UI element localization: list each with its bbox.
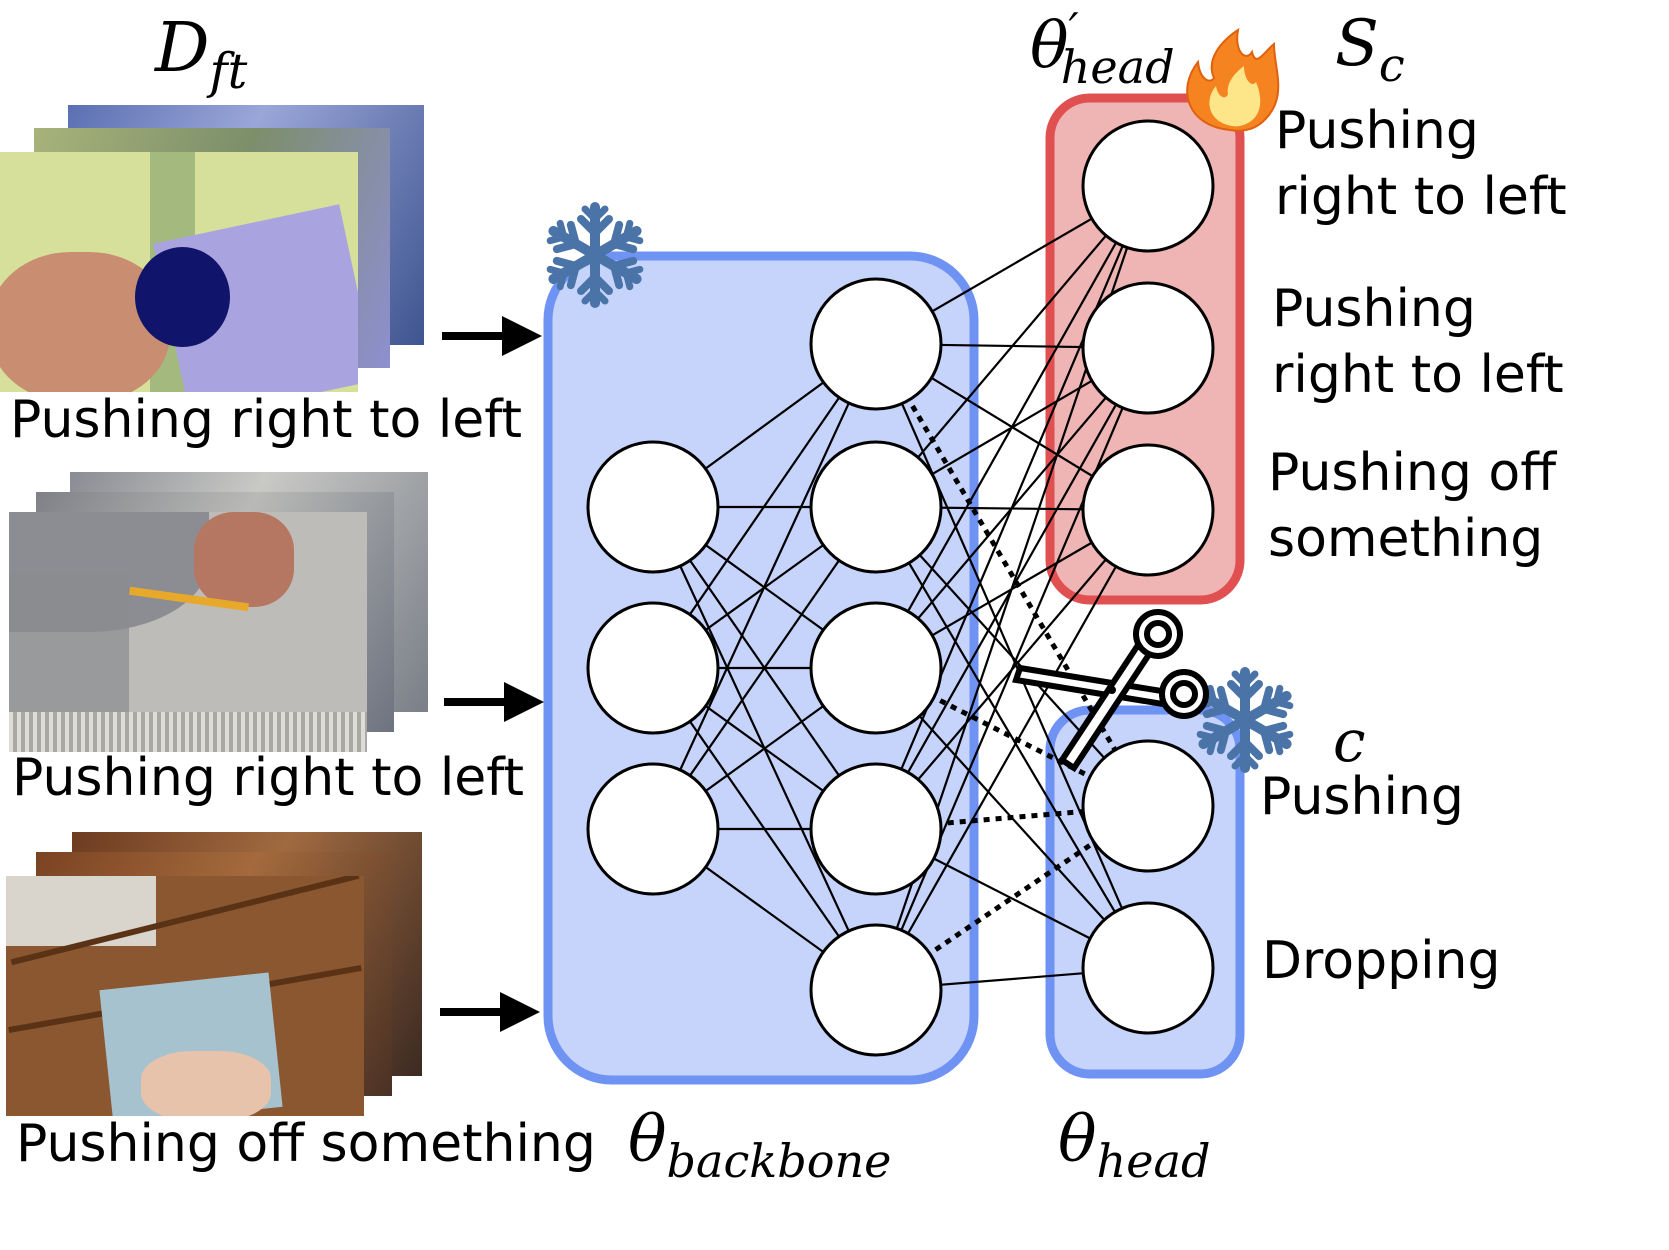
- clip-frame-front: [0, 152, 358, 392]
- removed-connection: [875, 803, 1149, 832]
- scissors-icon: [1012, 609, 1209, 773]
- new-head-node: [1081, 443, 1215, 577]
- backbone-layer2-node: [809, 923, 943, 1057]
- arrow-right-icon: [440, 992, 540, 1032]
- connection: [875, 185, 1149, 508]
- connection: [875, 509, 1149, 991]
- new-head-node: [1081, 281, 1215, 415]
- source-classes-label: c: [1333, 707, 1366, 775]
- fire-icon: [1186, 27, 1280, 132]
- backbone-layer2-node: [809, 762, 943, 896]
- dataset-label: Dft: [155, 9, 248, 101]
- old-head-class-1: Pushing: [1260, 767, 1464, 827]
- connection: [652, 343, 877, 830]
- clip-caption-1: Pushing right to left: [10, 390, 523, 450]
- backbone-label: θbackbone: [628, 1103, 892, 1189]
- old-head-label: θhead: [1058, 1103, 1211, 1189]
- arrow-right-icon: [442, 316, 542, 356]
- backbone-layer2-node: [809, 440, 943, 574]
- connection: [875, 506, 1149, 807]
- backbone-layer2-node: [809, 601, 943, 735]
- connection: [875, 506, 1149, 969]
- old-head-class-2: Dropping: [1262, 931, 1501, 991]
- connection: [875, 185, 1149, 669]
- target-classes-label: Sc: [1335, 7, 1405, 93]
- clip-caption-3: Pushing off something: [16, 1114, 596, 1174]
- clip-frame-front: [9, 512, 367, 752]
- network-nodes: [586, 119, 1215, 1057]
- backbone-layer2-node: [809, 277, 943, 411]
- connection: [874, 347, 1150, 991]
- clip-caption-2: Pushing right to left: [12, 748, 525, 808]
- backbone-layer1-node: [586, 601, 720, 735]
- backbone-layer1-node: [586, 762, 720, 896]
- connection: [874, 185, 1150, 830]
- backbone-layer1-node: [586, 440, 720, 574]
- new-head-label: θ′head: [1030, 3, 1175, 95]
- old-head-node: [1081, 901, 1215, 1035]
- arrow-right-icon: [444, 682, 544, 722]
- clip-frame-front: [6, 876, 364, 1116]
- new-head-node: [1081, 119, 1215, 253]
- old-head-node: [1081, 739, 1215, 873]
